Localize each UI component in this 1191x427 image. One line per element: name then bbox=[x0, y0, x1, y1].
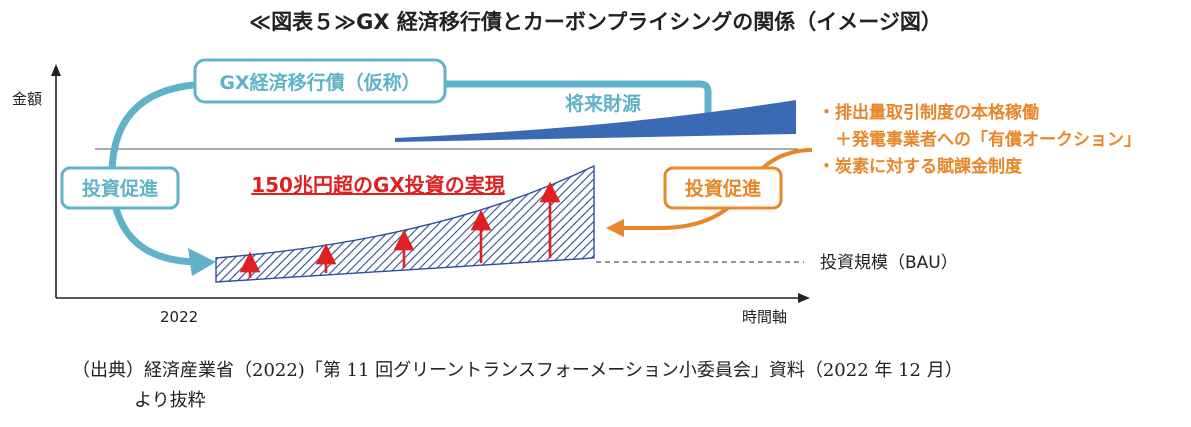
source-line-1: （出典）経済産業省（2022)「第 11 回グリーントランスフォーメーション小委… bbox=[72, 360, 963, 381]
bond-label: GX経済移行債（仮称） bbox=[219, 71, 420, 94]
source-note: （出典）経済産業省（2022)「第 11 回グリーントランスフォーメーション小委… bbox=[72, 356, 963, 416]
left-investment-label: 投資促進 bbox=[82, 177, 158, 200]
growth-arrows bbox=[239, 181, 561, 278]
right-investment-box bbox=[663, 166, 783, 210]
y-axis-label: 金額 bbox=[12, 90, 42, 108]
source-line-2: より抜粋 bbox=[134, 390, 206, 411]
investment-label: 150兆円超のGX投資の実現 bbox=[251, 173, 505, 197]
policy-arc-arrowhead-icon bbox=[606, 219, 624, 237]
x-tick-2022: 2022 bbox=[160, 308, 198, 326]
x-axis-arrow-icon bbox=[798, 293, 810, 303]
figure-title: ≪図表５≫GX 経済移行債とカーボンプライシングの関係（イメージ図） bbox=[249, 10, 942, 34]
policy-item-2: ＋発電事業者への「有償オークション」 bbox=[818, 129, 1141, 150]
bond-box bbox=[193, 58, 447, 104]
policy-item-3: ・炭素に対する賦課金制度 bbox=[818, 156, 1023, 177]
x-axis-label: 時間軸 bbox=[742, 308, 787, 326]
y-axis-arrow-icon bbox=[51, 64, 61, 76]
bond-arc-arrowhead-icon bbox=[188, 248, 216, 276]
left-investment-box bbox=[60, 166, 180, 210]
right-investment-label: 投資促進 bbox=[685, 177, 761, 200]
future-funding-wedge bbox=[395, 100, 796, 142]
bond-arc bbox=[108, 80, 712, 266]
investment-region bbox=[215, 164, 595, 283]
future-funding-label: 将来財源 bbox=[565, 92, 641, 115]
policy-item-1: ・排出量取引制度の本格稼働 bbox=[818, 102, 1039, 123]
bau-label: 投資規模（BAU） bbox=[820, 253, 958, 273]
